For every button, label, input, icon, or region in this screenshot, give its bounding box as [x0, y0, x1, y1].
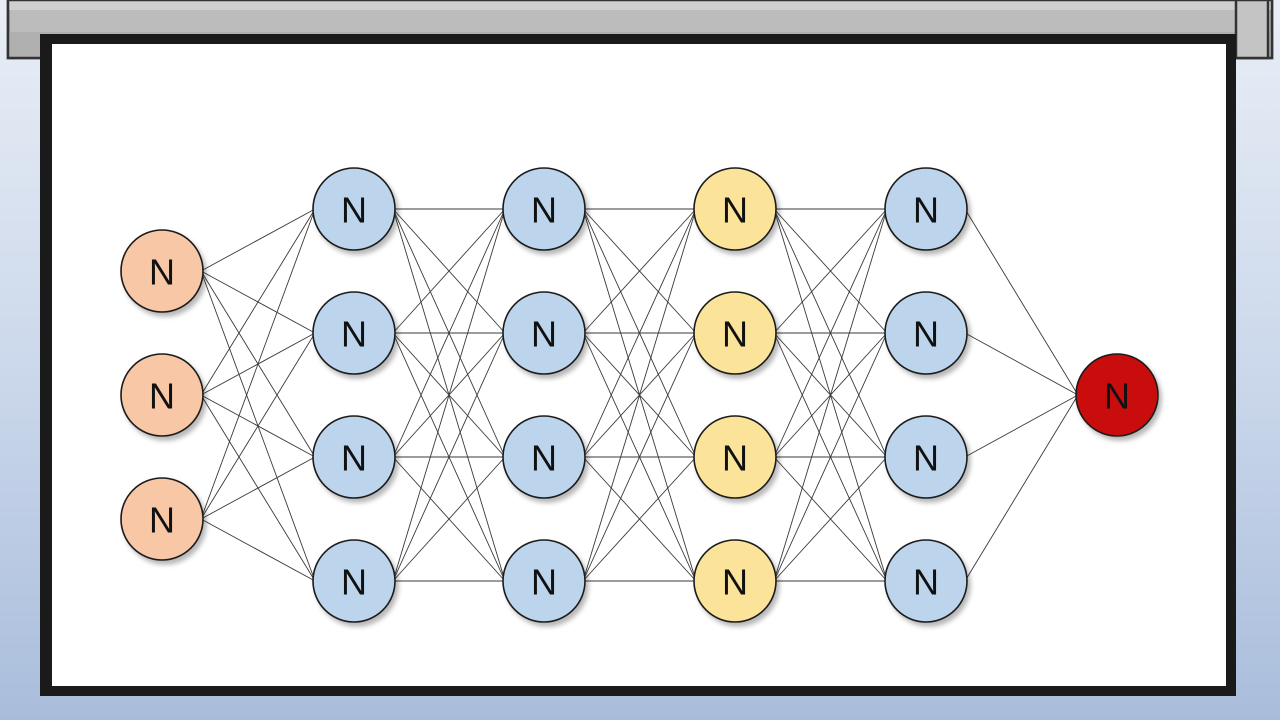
- node-label: N: [531, 562, 557, 603]
- node-label: N: [149, 376, 175, 417]
- node-circle: [884, 167, 968, 251]
- node-label: N: [913, 562, 939, 603]
- node-circle: [693, 539, 777, 623]
- connection-input-3-to-hidden-1-2: [200, 332, 316, 520]
- node-label: N: [722, 438, 748, 479]
- node-circle: [884, 415, 968, 499]
- node-label: N: [531, 438, 557, 479]
- node-circle: [693, 415, 777, 499]
- node-hidden-4-1: N: [884, 167, 968, 251]
- node-hidden-3-2: N: [693, 291, 777, 375]
- connection-hidden-3-4-to-hidden-4-2: [773, 332, 888, 582]
- node-input-2: N: [120, 353, 204, 437]
- node-label: N: [149, 500, 175, 541]
- connection-hidden-4-3-to-output-1: [964, 394, 1079, 458]
- connection-hidden-4-1-to-output-1: [964, 208, 1079, 396]
- node-hidden-1-1: N: [312, 167, 396, 251]
- node-hidden-2-4: N: [502, 539, 586, 623]
- connection-hidden-1-4-to-hidden-2-3: [392, 456, 506, 582]
- node-input-3: N: [120, 477, 204, 561]
- node-hidden-1-2: N: [312, 291, 396, 375]
- node-output-1: N: [1075, 353, 1159, 437]
- node-hidden-1-4: N: [312, 539, 396, 623]
- connection-hidden-3-2-to-hidden-4-1: [773, 208, 888, 334]
- node-circle: [693, 291, 777, 375]
- node-circle: [1075, 353, 1159, 437]
- node-label: N: [722, 190, 748, 231]
- network-connections: [200, 208, 1079, 582]
- connection-hidden-2-2-to-hidden-3-1: [582, 208, 697, 334]
- node-circle: [312, 539, 396, 623]
- node-label: N: [341, 314, 367, 355]
- connection-input-3-to-hidden-1-4: [200, 518, 316, 582]
- connection-input-1-to-hidden-1-1: [200, 208, 316, 272]
- node-hidden-4-2: N: [884, 291, 968, 375]
- connection-hidden-3-4-to-hidden-4-3: [773, 456, 888, 582]
- connection-hidden-1-2-to-hidden-2-1: [392, 208, 506, 334]
- node-circle: [502, 167, 586, 251]
- node-label: N: [913, 314, 939, 355]
- node-label: N: [722, 562, 748, 603]
- node-circle: [312, 167, 396, 251]
- node-label: N: [341, 190, 367, 231]
- node-hidden-4-3: N: [884, 415, 968, 499]
- connection-hidden-2-4-to-hidden-3-1: [582, 208, 697, 582]
- node-circle: [120, 477, 204, 561]
- node-hidden-1-3: N: [312, 415, 396, 499]
- connection-hidden-2-4-to-hidden-3-2: [582, 332, 697, 582]
- connection-hidden-1-4-to-hidden-2-2: [392, 332, 506, 582]
- node-label: N: [1104, 376, 1130, 417]
- node-label: N: [531, 190, 557, 231]
- network-nodes: N N N N N N N N N N N N N N N N N N N N: [120, 167, 1159, 623]
- node-label: N: [531, 314, 557, 355]
- node-label: N: [913, 190, 939, 231]
- node-label: N: [149, 252, 175, 293]
- connection-hidden-3-4-to-hidden-4-1: [773, 208, 888, 582]
- node-circle: [312, 291, 396, 375]
- node-circle: [312, 415, 396, 499]
- node-label: N: [341, 562, 367, 603]
- connection-hidden-2-3-to-hidden-3-1: [582, 208, 697, 458]
- node-input-1: N: [120, 229, 204, 313]
- connection-hidden-1-3-to-hidden-2-1: [392, 208, 506, 458]
- connection-input-2-to-hidden-1-1: [200, 208, 316, 396]
- node-label: N: [913, 438, 939, 479]
- node-hidden-2-3: N: [502, 415, 586, 499]
- connection-hidden-3-3-to-hidden-4-1: [773, 208, 888, 458]
- node-hidden-3-1: N: [693, 167, 777, 251]
- connection-hidden-2-4-to-hidden-3-3: [582, 456, 697, 582]
- node-circle: [120, 229, 204, 313]
- node-hidden-2-1: N: [502, 167, 586, 251]
- connection-hidden-4-2-to-output-1: [964, 332, 1079, 396]
- connection-input-3-to-hidden-1-1: [200, 208, 316, 520]
- node-circle: [120, 353, 204, 437]
- connection-hidden-1-4-to-hidden-2-1: [392, 208, 506, 582]
- node-hidden-2-2: N: [502, 291, 586, 375]
- node-label: N: [341, 438, 367, 479]
- node-hidden-4-4: N: [884, 539, 968, 623]
- node-circle: [693, 167, 777, 251]
- connection-hidden-4-4-to-output-1: [964, 394, 1079, 582]
- node-circle: [884, 291, 968, 375]
- node-circle: [884, 539, 968, 623]
- node-circle: [502, 539, 586, 623]
- connection-input-3-to-hidden-1-3: [200, 456, 316, 520]
- node-circle: [502, 291, 586, 375]
- node-hidden-3-4: N: [693, 539, 777, 623]
- node-label: N: [722, 314, 748, 355]
- node-hidden-3-3: N: [693, 415, 777, 499]
- projection-screen: [40, 34, 1236, 696]
- node-circle: [502, 415, 586, 499]
